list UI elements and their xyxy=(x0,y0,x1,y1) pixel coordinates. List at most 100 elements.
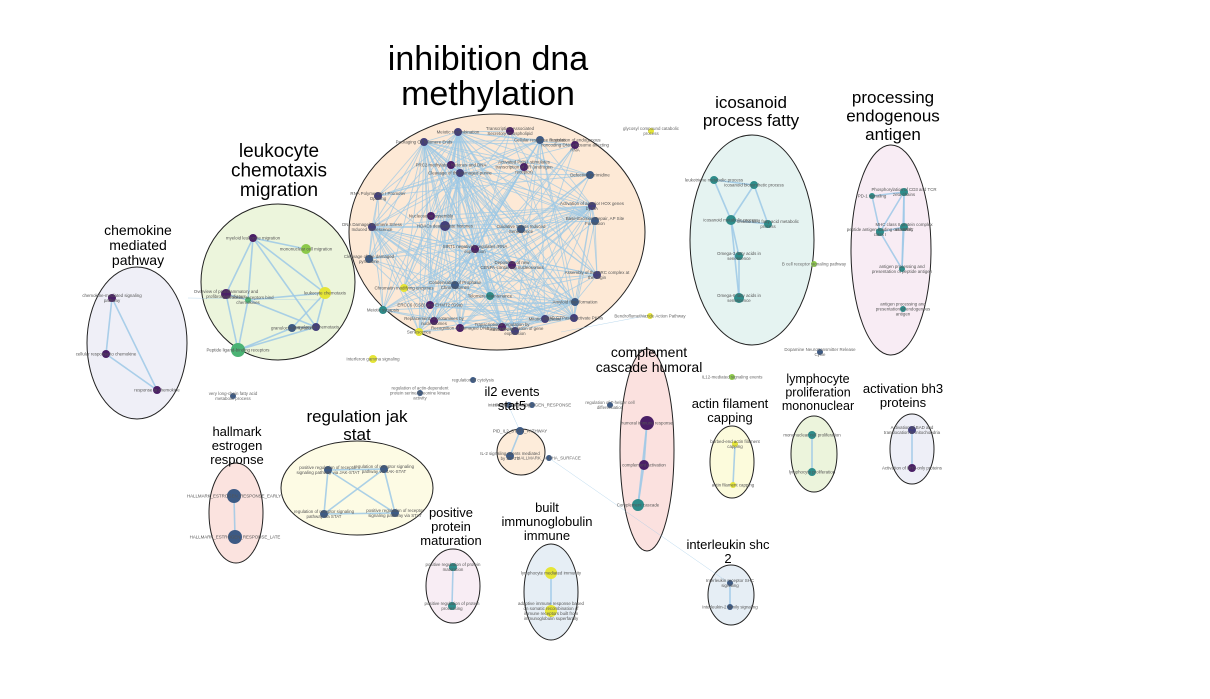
node-granulocyte-migration[interactable] xyxy=(288,324,296,332)
node-mononuclear-cell-migration[interactable] xyxy=(301,244,311,254)
node-hallmark-alpha-surface[interactable] xyxy=(546,455,552,461)
node-glycosyl-compound-catabolic-process[interactable] xyxy=(648,128,654,134)
node-meiotic-recombination[interactable] xyxy=(454,128,462,136)
node-mitotic-prophase[interactable] xyxy=(541,315,549,323)
node-transcriptional-regulation-by-small-rnas[interactable] xyxy=(498,323,506,331)
node-chemokine-mediated-signaling-pathway[interactable] xyxy=(108,294,116,302)
node-activation-of-bh3-only-proteins[interactable] xyxy=(908,464,916,472)
node-peptide-ligand-binding-receptors[interactable] xyxy=(231,343,245,357)
node-cellular-response-to-chemokine[interactable] xyxy=(102,350,110,358)
node-humoral-immune-response[interactable] xyxy=(640,416,654,430)
node-regulation-of-endogenous-noncoding-dna-ribosome-[interactable] xyxy=(571,141,579,149)
node-dopamine-neurotransmitter-release-cycle[interactable] xyxy=(817,349,823,355)
network-edge xyxy=(457,131,596,222)
node-icosanoid-biosynthetic-process[interactable] xyxy=(750,181,758,189)
node-chemokine-receptors-bind-chemokines[interactable] xyxy=(245,297,251,303)
node-defective-pyrimidine[interactable] xyxy=(586,171,594,179)
node-interleukin-2-signaling[interactable] xyxy=(506,402,512,408)
node-mononuclear-cell-proliferation[interactable] xyxy=(808,431,816,439)
node-hallmark-estrogen-response-late[interactable] xyxy=(228,530,242,544)
network-edge xyxy=(291,326,317,329)
node-antigen-processing-and-presentation-of-endogenou[interactable] xyxy=(900,306,906,312)
node-regulation-of-receptor-signaling-pathway-via-sta[interactable] xyxy=(320,510,328,518)
network-edge xyxy=(418,284,456,333)
node-omega-3-fatty-acids-in-senescence[interactable] xyxy=(735,252,743,260)
node-amyloid-fiber-formation[interactable] xyxy=(571,298,579,306)
node-positive-regulation-of-protein-maturation[interactable] xyxy=(449,563,457,571)
node-bendroflumethiazide-action-pathway[interactable] xyxy=(647,313,653,319)
node-epigenetic-regulation-of-gene-expression[interactable] xyxy=(511,327,519,335)
node-label: ERCC6 (CSB) and EHMT2 (G9a) xyxy=(397,303,463,308)
node-telomere-maintenance[interactable] xyxy=(486,292,494,300)
node-positive-regulation-of-protein-processing[interactable] xyxy=(448,602,456,610)
node-label: HDACs deacetylate histones xyxy=(417,224,474,229)
node-leukotriene-metabolic-process[interactable] xyxy=(710,176,718,184)
node-barbed-end-actin-filament-capping[interactable] xyxy=(732,441,738,447)
network-edge xyxy=(520,139,541,230)
node-very-long-chain-fatty-acid-metabolic-process[interactable] xyxy=(230,393,236,399)
node-chromatin-modifying-enzymes[interactable] xyxy=(400,284,408,292)
node-b-cell-receptor-signaling-pathway[interactable] xyxy=(811,261,817,267)
node-senescence[interactable] xyxy=(415,328,423,336)
node-activation-of-bad-and-translocation-to-mitochond[interactable] xyxy=(908,426,916,434)
node-activation-of-anterior-hox-genes-by-ra[interactable] xyxy=(588,202,596,210)
node-granulocyte-chemotaxis[interactable] xyxy=(312,323,320,331)
node-interferon-gamma-signaling[interactable] xyxy=(369,355,377,363)
node-base-excision-repair-ap-site-formation[interactable] xyxy=(591,217,599,225)
node-lymphocyte-mediated-immunity[interactable] xyxy=(545,567,557,579)
node-myeloid-leukocyte-migration[interactable] xyxy=(249,234,257,242)
node-pid-il2-stat5-pathway[interactable] xyxy=(516,427,524,435)
node-deposition-of-new-cenpa-containing-nucleosomes[interactable] xyxy=(508,261,516,269)
node-complement-activation[interactable] xyxy=(639,460,649,470)
node-mhc-class-ii-protein-complex-assembly[interactable] xyxy=(900,223,908,231)
node-unsaturated-fatty-acid-metabolic-process[interactable] xyxy=(764,220,772,228)
node-interleukin-2-family-signaling[interactable] xyxy=(727,604,733,610)
node-regulation-of-receptor-signaling-pathway-via-jak[interactable] xyxy=(380,465,388,473)
node-packaging-of-telomere-ends[interactable] xyxy=(420,138,428,146)
node-il-2-signaling-events-mediated-by-stat5[interactable] xyxy=(506,452,514,460)
node-condensation-of-prophase-chromosomes[interactable] xyxy=(451,281,459,289)
node-positive-regulation-of-receptor-signaling-pathwa[interactable] xyxy=(324,466,332,474)
node-pd-1-signaling[interactable] xyxy=(869,193,875,199)
node-regulation-of-t-helper-cell-differentiation[interactable] xyxy=(607,402,613,408)
node-label-line: regulation of cytolysis xyxy=(452,378,495,383)
node-dna-damage-telomere-stress-induced-senescence[interactable] xyxy=(368,223,376,231)
node-positive-regulation-of-receptor-signaling-pathwa[interactable] xyxy=(391,509,399,517)
node-cleavage-of-the-damaged-pyrimidine[interactable] xyxy=(365,255,373,263)
node-interleukin-receptor-shc-signaling[interactable] xyxy=(727,580,733,586)
node-ercc6-csb-and-ehmt2-g9a[interactable] xyxy=(426,301,434,309)
node-oxidative-stress-induced-senescence[interactable] xyxy=(517,225,525,233)
node-omega-6-fatty-acids-in-senescence[interactable] xyxy=(734,293,744,303)
node-recognition-of-damaged-dna[interactable] xyxy=(456,324,464,332)
node-hallmark-androgen-response[interactable] xyxy=(529,402,535,408)
node-response-to-chemokine[interactable] xyxy=(153,386,161,394)
node-cleavage-of-the-damaged-purine[interactable] xyxy=(456,169,464,177)
node-lymphocyte-proliferation[interactable] xyxy=(808,468,816,476)
node-assembly-of-the-orc-complex-at-the-origin[interactable] xyxy=(593,271,601,279)
node-regulation-of-cytolysis[interactable] xyxy=(470,377,476,383)
node-rho-gtpases-activate-pkns[interactable] xyxy=(570,314,578,322)
node-regulation-of-actin-dependent-protein-serine-thr[interactable] xyxy=(417,390,423,396)
node-overview-of-proinflammatory-and-profibrotic-medi[interactable] xyxy=(221,289,231,299)
node-peptide-antigen-loading-onto-mhc-class-i[interactable] xyxy=(876,228,884,236)
node-icosanoid-metabolic-process[interactable] xyxy=(726,215,736,225)
node-sirt1-negatively-regulates-rrna-expression[interactable] xyxy=(471,245,479,253)
node-activated-pkn1-stimulates-transcription-of-ar-an[interactable] xyxy=(520,163,528,171)
node-cellular-response-to-stress[interactable] xyxy=(536,136,544,144)
node-meiotic-synapsis[interactable] xyxy=(379,306,387,314)
node-phosphorylation-of-cd3-and-tcr-zeta-chains[interactable] xyxy=(900,188,908,196)
node-hallmark-estrogen-response-early[interactable] xyxy=(227,489,241,503)
node-replacement-of-protamines-by-nucleosomes[interactable] xyxy=(430,317,438,325)
node-il12-mediated-signaling-events[interactable] xyxy=(729,374,735,380)
node-rna-polymerase-i-promoter-opening[interactable] xyxy=(374,192,382,200)
node-actin-filament-capping[interactable] xyxy=(730,482,736,488)
node-prc2-methylates-histones-and-dna[interactable] xyxy=(447,161,455,169)
node-antigen-processing-and-presentation-of-peptide-a[interactable] xyxy=(899,266,905,272)
node-nucleosome-assembly[interactable] xyxy=(427,212,435,220)
node-hdacs-deacetylate-histones[interactable] xyxy=(440,221,450,231)
node-transcription-associated-secretory-phospholipid[interactable] xyxy=(506,127,514,135)
node-complement-cascade[interactable] xyxy=(632,499,644,511)
node-adaptive-immune-response-based-on-somatic-recomb[interactable] xyxy=(545,605,557,617)
node-leukocyte-chemotaxis[interactable] xyxy=(319,287,331,299)
